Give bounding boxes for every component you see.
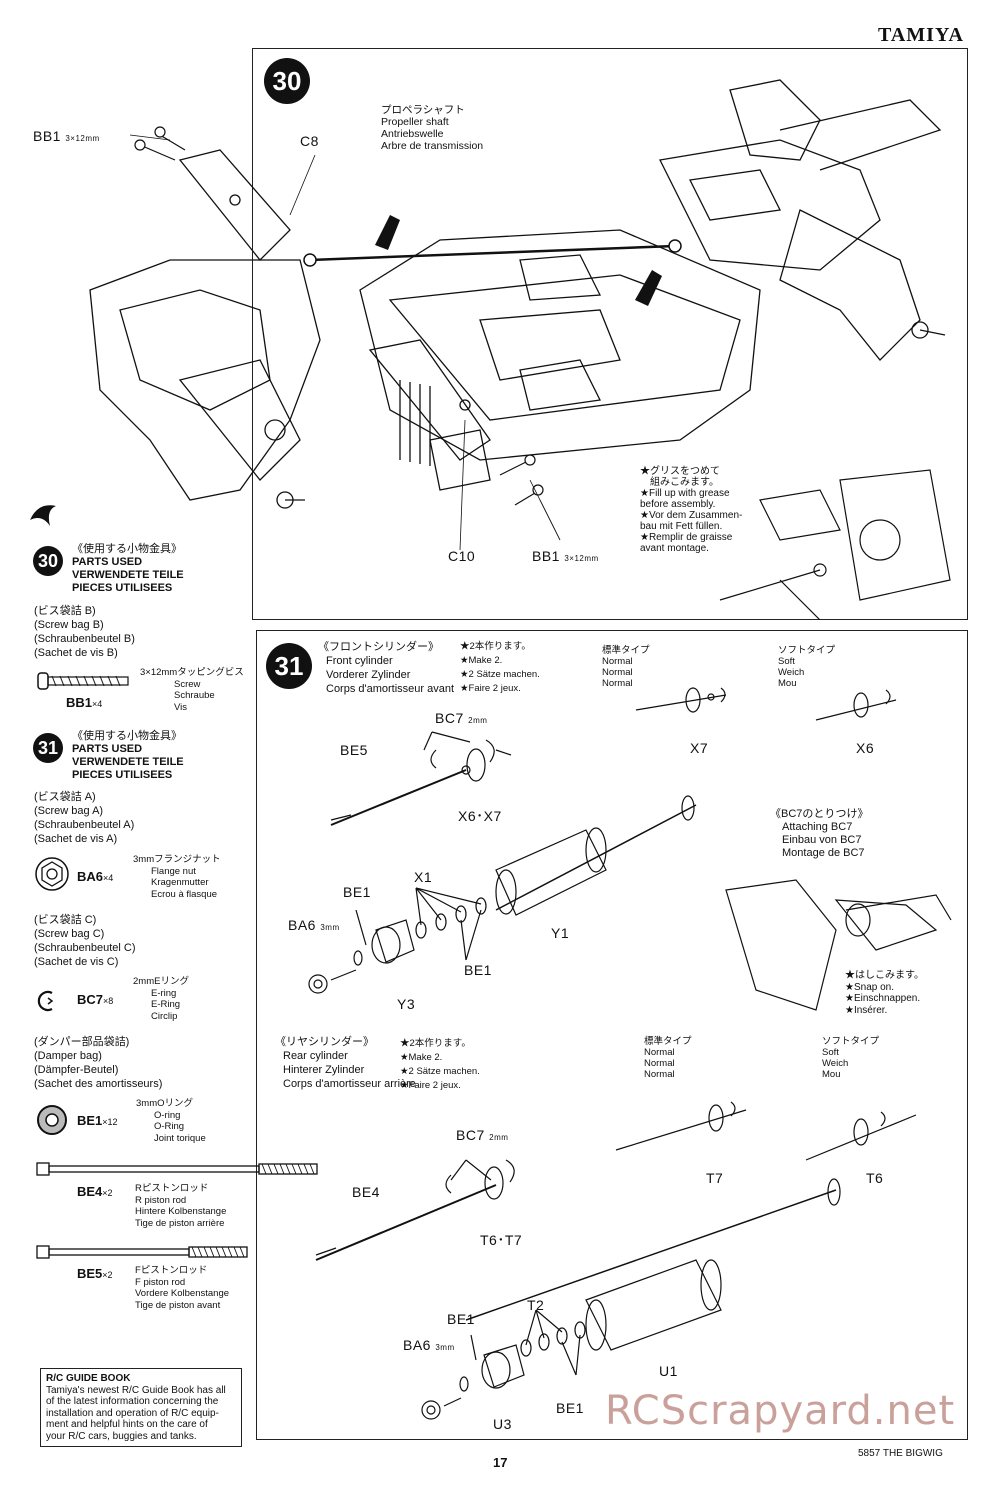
t7-label: T7: [706, 1170, 724, 1186]
o-ring-code: BE1×12: [77, 1113, 118, 1128]
parts31-title: 《使用する小物金具》 PARTS USED VERWENDETE TEILE P…: [72, 730, 184, 781]
rear-soft-type: ソフトタイプ Soft Weich Mou: [822, 1036, 880, 1080]
bc7-attach-title: 《BC7のとりつけ》 Attaching BC7 Einbau von BC7 …: [770, 808, 869, 859]
front-cylinder-illustration: [308, 687, 952, 1011]
bb1-label-left: BB1 3×12mm: [33, 128, 100, 144]
o-ring-desc: 3mmOリング O-ring O-Ring Joint torique: [136, 1098, 206, 1144]
ba6-label-b: BA6 3mm: [403, 1337, 455, 1353]
front-cylinder-title: 《フロントシリンダー》 Front cylinder Vorderer Zyli…: [318, 641, 455, 695]
x6-label: X6: [856, 740, 875, 756]
o-ring-icon: [37, 1105, 67, 1135]
u3-label: U3: [493, 1416, 512, 1432]
rc-guide-book-box: R/C GUIDE BOOK Tamiya's newest R/C Guide…: [40, 1368, 242, 1447]
be5-label: BE5: [340, 742, 368, 758]
u1-label: U1: [659, 1363, 678, 1379]
flange-nut-desc: 3mmフランジナット Flange nut Kragenmutter Ecrou…: [133, 854, 221, 900]
grease-note: ★グリスをつめて 組みこみます。 ★Fill up with grease be…: [640, 466, 743, 554]
screw-icon: [37, 672, 129, 690]
x1-label: X1: [414, 869, 433, 885]
t2-label: T2: [527, 1297, 545, 1313]
rear-cylinder-illustration: [315, 1101, 917, 1420]
c8-label: C8: [300, 133, 319, 149]
guide-title: R/C GUIDE BOOK: [46, 1373, 131, 1384]
c10-label: C10: [448, 548, 476, 564]
front-normal-type: 標準タイプ Normal Normal Normal: [602, 645, 650, 689]
x7-label: X7: [690, 740, 709, 756]
front-make-note: ★2本作ります。 ★Make 2. ★2 Sätze machen. ★Fair…: [460, 641, 540, 694]
rear-normal-type: 標準タイプ Normal Normal Normal: [644, 1036, 692, 1080]
front-soft-type: ソフトタイプ Soft Weich Mou: [778, 645, 836, 689]
rear-cylinder-title: 《リヤシリンダー》 Rear cylinder Hinterer Zylinde…: [275, 1036, 416, 1090]
rear-make-note: ★2本作ります。 ★Make 2. ★2 Sätze machen. ★Fair…: [400, 1038, 480, 1091]
r-piston-rod-icon: [36, 1162, 318, 1176]
bc7-rear-label: BC7 2mm: [456, 1127, 509, 1143]
parts31-bag-c: (ビス袋詰 C) (Screw bag C) (Schraubenbeutel …: [34, 914, 136, 968]
page-number: 17: [493, 1455, 508, 1470]
t6t7-label: T6･T7: [480, 1232, 523, 1248]
ba6-label-a: BA6 3mm: [288, 917, 340, 933]
be1-label-b: BE1: [464, 962, 492, 978]
r-piston-rod-desc: Rピストンロッド R piston rod Hintere Kolbenstan…: [135, 1183, 227, 1229]
x6x7-label: X6･X7: [458, 808, 502, 824]
footer-model: 5857 THE BIGWIG: [858, 1448, 943, 1459]
step31-panel: [256, 630, 968, 1440]
step30-number: 30: [264, 58, 310, 104]
be4-label: BE4: [352, 1184, 380, 1200]
flange-nut-icon: [35, 857, 69, 891]
t6-label: T6: [866, 1170, 884, 1186]
damper-bag: (ダンパー部品袋詰) (Damper bag) (Dämpfer-Beutel)…: [34, 1036, 163, 1090]
f-piston-rod-code: BE5×2: [77, 1266, 113, 1281]
be1-label-d: BE1: [556, 1400, 584, 1416]
r-piston-rod-code: BE4×2: [77, 1184, 113, 1199]
f-piston-rod-icon: [36, 1245, 248, 1259]
step30-chassis-illustration: [89, 79, 951, 620]
y3-label: Y3: [397, 996, 416, 1012]
snap-on-note: ★はしこみます。 ★Snap on. ★Einschnappen. ★Insér…: [845, 970, 924, 1016]
e-ring-desc: 2mmEリング E-ring E-Ring Circlip: [133, 976, 189, 1022]
flange-nut-code: BA6×4: [77, 869, 114, 884]
f-piston-rod-desc: Fピストンロッド F piston rod Vordere Kolbenstan…: [135, 1265, 230, 1311]
parts30-bag: (ビス袋詰 B) (Screw bag B) (Schraubenbeutel …: [34, 605, 135, 659]
watermark: RCScrapyard.net: [605, 1388, 956, 1434]
e-ring-code: BC7×8: [77, 992, 114, 1007]
bc7-front-label: BC7 2mm: [435, 710, 488, 726]
brand-logo: TAMIYA: [877, 24, 964, 46]
parts30-title: 《使用する小物金具》 PARTS USED VERWENDETE TEILE P…: [72, 543, 184, 594]
y1-label: Y1: [551, 925, 570, 941]
parts31-step-badge: 31: [33, 733, 63, 763]
screw-desc: 3×12mmタッピングビス Screw Schraube Vis: [140, 667, 244, 713]
propeller-shaft-label: プロペラシャフト Propeller shaft Antriebswelle A…: [381, 104, 484, 152]
screw-part-code: BB1×4: [66, 695, 103, 710]
be1-label-a: BE1: [343, 884, 371, 900]
parts31-bag-a: (ビス袋詰 A) (Screw bag A) (Schraubenbeutel …: [34, 791, 135, 845]
bb1-label-bottom: BB1 3×12mm: [532, 548, 599, 564]
e-ring-icon: [37, 990, 54, 1012]
bird-logo: [30, 505, 56, 526]
be1-label-c: BE1: [447, 1311, 475, 1327]
parts30-step-badge: 30: [33, 546, 63, 576]
step31-number: 31: [266, 643, 312, 689]
